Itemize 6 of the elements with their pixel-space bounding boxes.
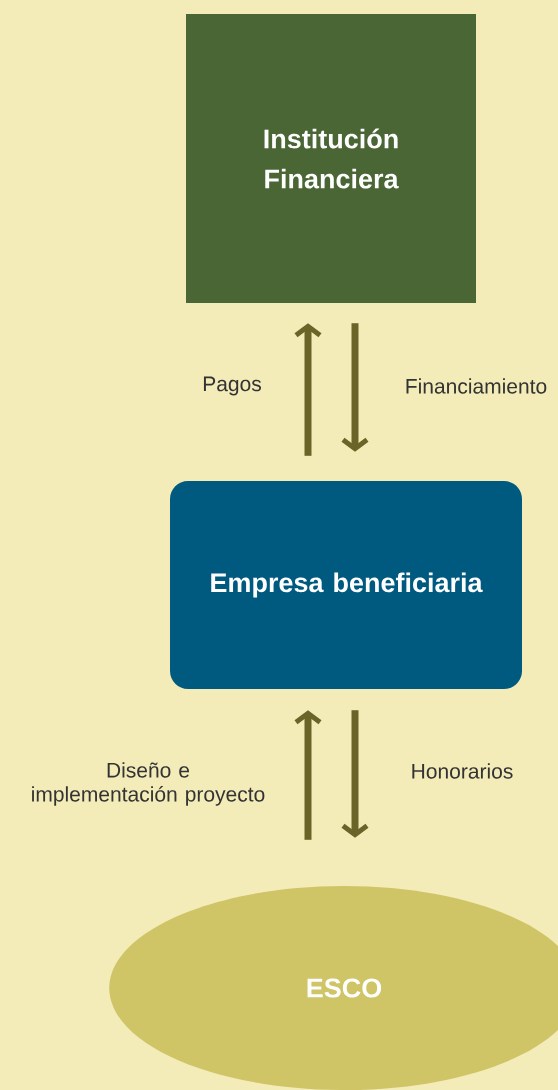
edge-label: Pagos: [203, 376, 261, 396]
edge-label: Financiamiento: [406, 378, 547, 394]
edge-label: Diseño e implementación proyecto: [32, 762, 265, 806]
institution-box: Institución Financiera: [186, 14, 476, 303]
edge-label: Honorarios: [412, 763, 513, 779]
company-box: Empresa beneficiaria: [170, 481, 522, 689]
